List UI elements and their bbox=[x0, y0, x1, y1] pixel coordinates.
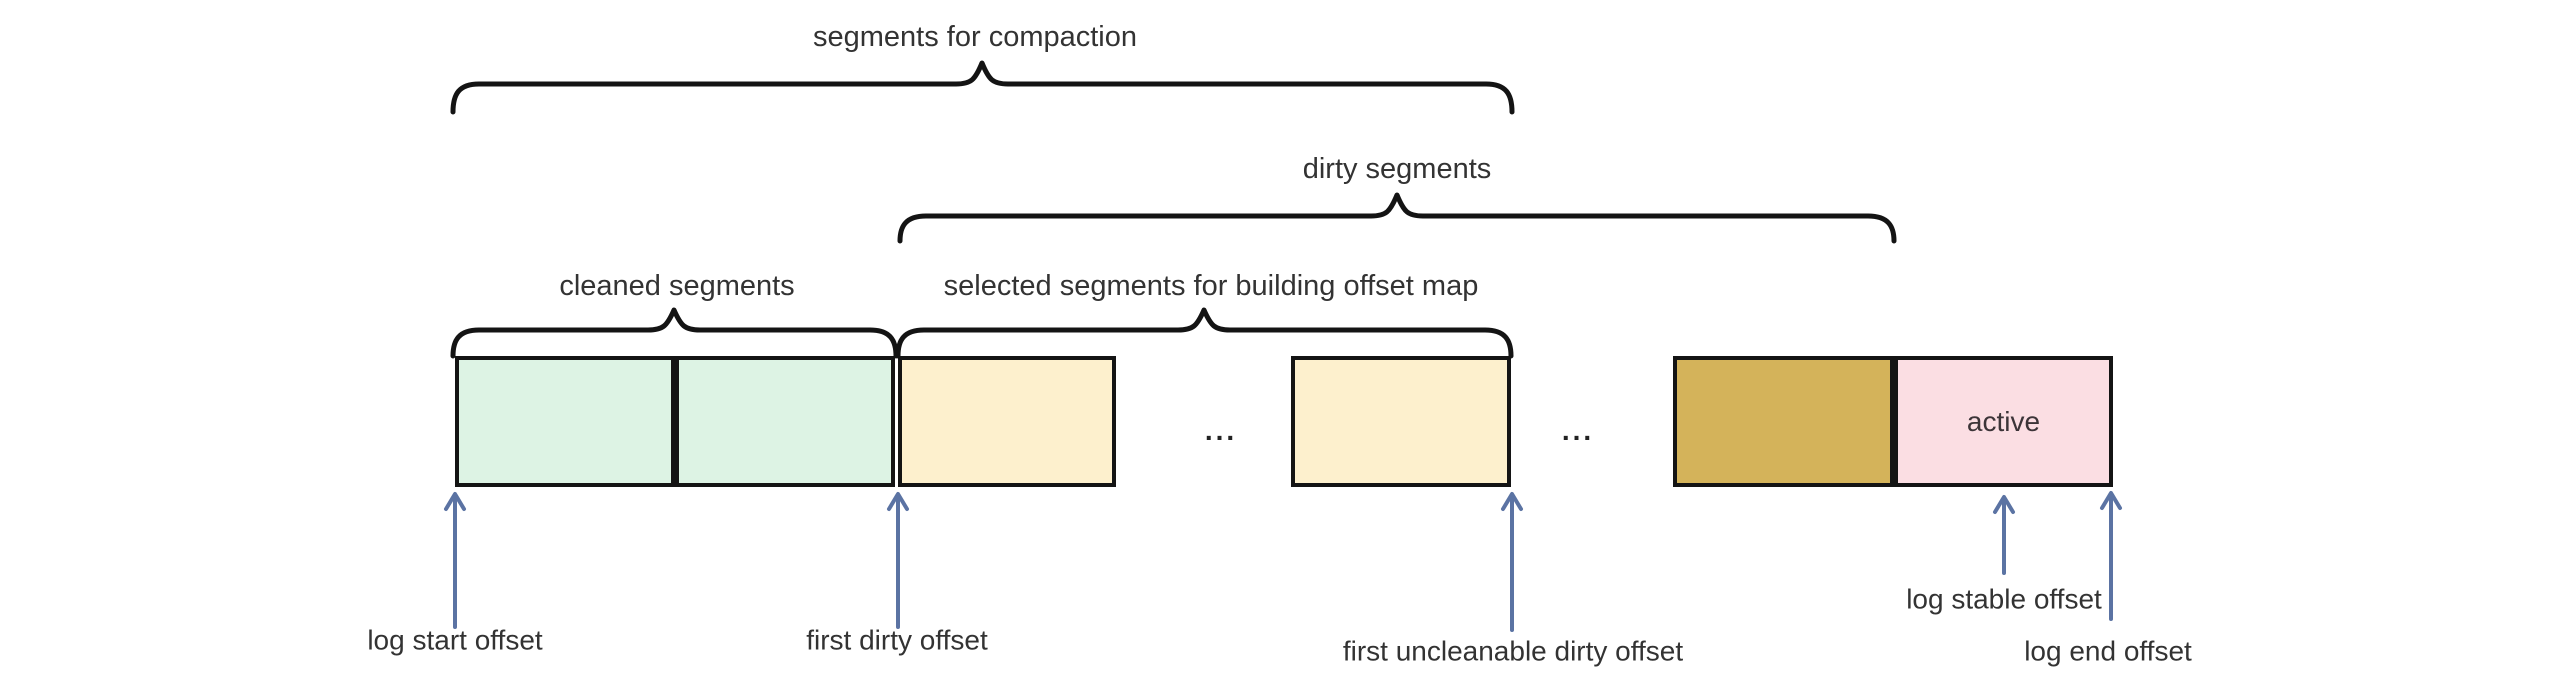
log-stable-offset-label: log stable offset bbox=[1906, 583, 2102, 615]
cleaned-segment-1 bbox=[455, 356, 675, 487]
log-start-offset-label: log start offset bbox=[367, 624, 543, 656]
arrow-log-end-offset bbox=[2100, 491, 2122, 621]
first-dirty-offset-label: first dirty offset bbox=[806, 624, 988, 656]
cleaned-segments-label: cleaned segments bbox=[559, 270, 795, 303]
log-end-offset-label: log end offset bbox=[2024, 635, 2192, 667]
arrow-log-start-offset bbox=[444, 492, 466, 629]
dirty-segment-2 bbox=[1291, 356, 1511, 487]
segments-ellipsis-2: ... bbox=[1561, 415, 1595, 446]
segments-ellipsis-1: ... bbox=[1204, 415, 1238, 446]
segments-for-compaction-label: segments for compaction bbox=[813, 21, 1137, 54]
arrow-first-dirty-offset bbox=[887, 492, 909, 629]
brace-cleaned-segments bbox=[450, 307, 899, 359]
first-uncleanable-dirty-offset-label: first uncleanable dirty offset bbox=[1342, 635, 1684, 667]
brace-segments-for-compaction bbox=[450, 60, 1515, 115]
selected-segments-label: selected segments for building offset ma… bbox=[943, 270, 1479, 303]
dirty-segment-1 bbox=[898, 356, 1116, 487]
dirty-segments-label: dirty segments bbox=[1302, 153, 1492, 186]
active-segment-label: active bbox=[1966, 405, 2041, 437]
uncleanable-segment bbox=[1673, 356, 1894, 487]
brace-dirty-segments bbox=[897, 192, 1897, 244]
active-segment: active bbox=[1894, 356, 2113, 487]
arrow-first-uncleanable-dirty-offset bbox=[1501, 492, 1523, 632]
arrow-log-stable-offset bbox=[1993, 495, 2015, 575]
brace-selected-segments bbox=[895, 307, 1514, 359]
cleaned-segment-2 bbox=[675, 356, 895, 487]
